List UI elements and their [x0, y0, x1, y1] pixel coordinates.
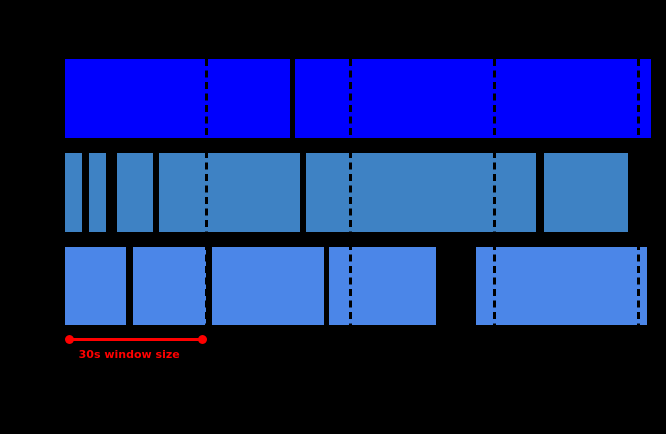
segment-track-2	[305, 153, 537, 232]
segment-track-2	[117, 153, 153, 232]
segment-track-3	[328, 247, 436, 325]
window-boundary-dashed-line	[204, 59, 208, 325]
segment-track-3	[476, 247, 648, 325]
segment-track-2	[65, 153, 83, 232]
annotation-endpoint-dot-right	[198, 334, 208, 344]
segment-track-3	[65, 247, 126, 325]
window-boundary-dashed-line	[492, 59, 496, 325]
segment-track-1	[294, 59, 651, 138]
segment-track-2	[89, 153, 107, 232]
segment-track-3	[212, 247, 325, 325]
segment-track-2	[159, 153, 301, 232]
segment-track-2	[544, 153, 629, 232]
window-boundary-dashed-line	[636, 59, 640, 325]
window-boundary-dashed-line	[348, 59, 352, 325]
window-size-annotation-line	[69, 337, 203, 341]
segment-track-3	[132, 247, 206, 325]
window-size-annotation-label: 30s window size	[78, 348, 180, 361]
annotation-endpoint-dot-left	[64, 334, 74, 344]
segment-track-1	[65, 59, 291, 138]
